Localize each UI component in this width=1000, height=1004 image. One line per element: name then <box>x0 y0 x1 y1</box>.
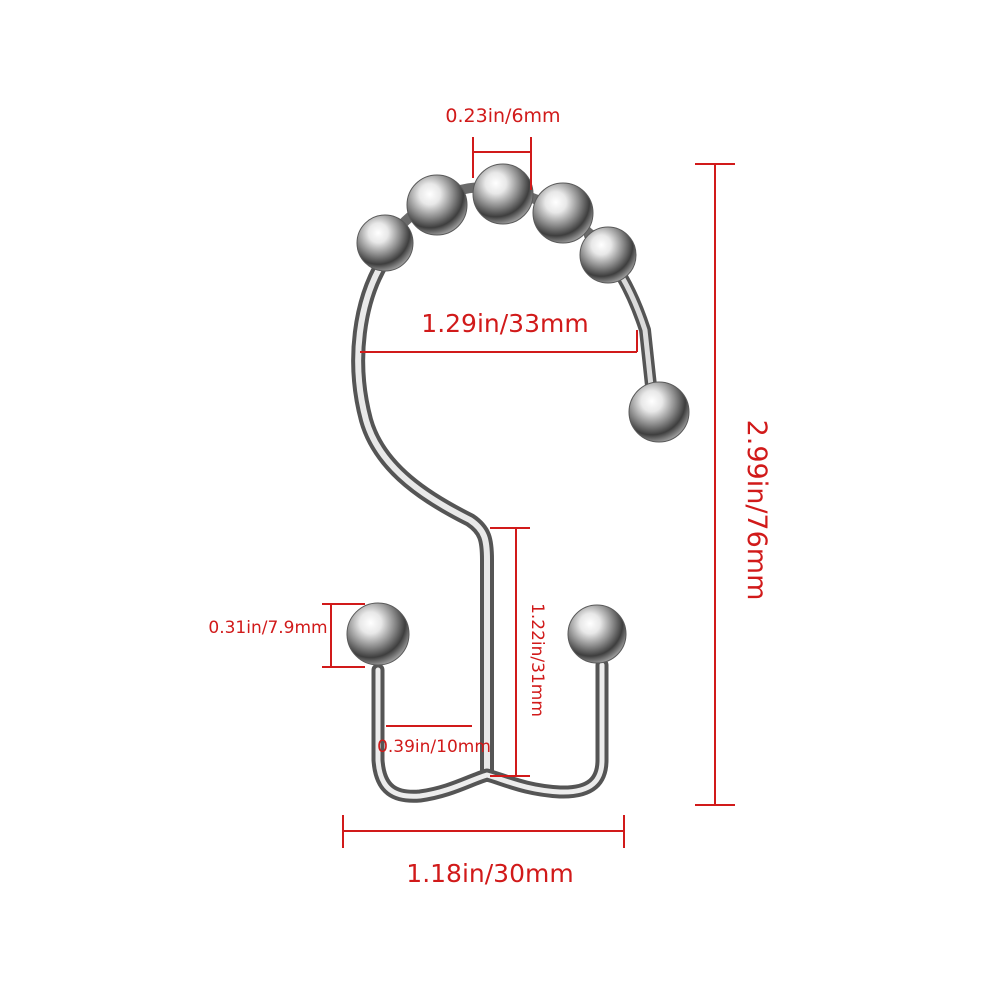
half-gap-label: 0.39in/10mm <box>377 737 491 757</box>
dimension-lines <box>322 137 735 848</box>
ball-bead-icon <box>579 226 637 284</box>
dimension-labels: 0.23in/6mm 1.29in/33mm 2.99in/76mm 0.31i… <box>208 105 772 888</box>
ball-bead-icon <box>472 163 534 225</box>
ring-width-label: 1.29in/33mm <box>421 309 588 338</box>
left-hook-end-ball-icon <box>346 602 410 666</box>
right-hook-end-ball-icon <box>567 604 627 664</box>
ball-bead-icon <box>532 182 594 244</box>
total-height-label: 2.99in/76mm <box>741 420 772 601</box>
bead-diameter-label: 0.23in/6mm <box>445 105 560 127</box>
shower-hook <box>346 163 690 803</box>
ring-end-ball-icon <box>628 381 690 443</box>
ball-bead-icon <box>406 174 468 236</box>
lower-hook-height-label: 1.22in/31mm <box>527 603 547 717</box>
end-ball-height-label: 0.31in/7.9mm <box>208 618 327 638</box>
ball-bead-icon <box>356 214 414 272</box>
bottom-width-label: 1.18in/30mm <box>406 859 573 888</box>
